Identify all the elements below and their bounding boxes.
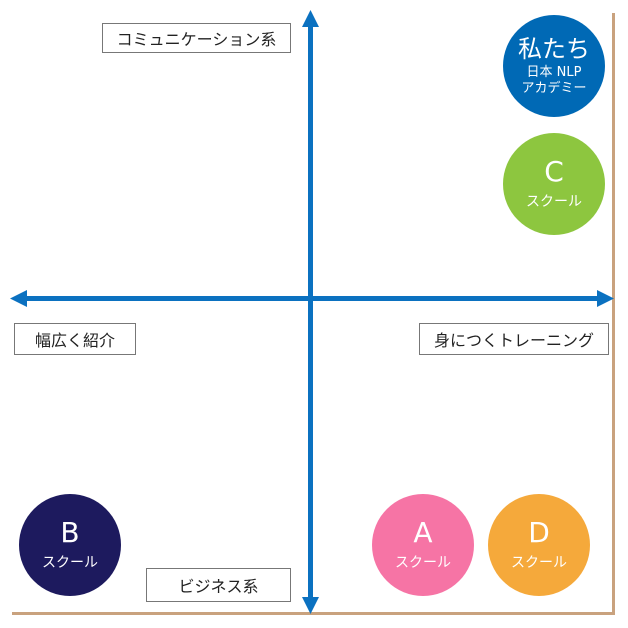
vertical-axis-line	[308, 24, 313, 602]
frame-bottom-border	[12, 612, 615, 615]
school-circle-us: 私たち 日本 NLP アカデミー	[503, 15, 605, 117]
horizontal-axis-arrow-right	[597, 290, 614, 307]
school-line1-us: 日本 NLP	[526, 64, 582, 80]
axis-label-top: コミュニケーション系	[102, 23, 291, 53]
school-name-us: 私たち	[518, 34, 590, 63]
school-circle-a: A スクール	[372, 494, 474, 596]
school-name-d: D	[528, 516, 550, 549]
school-name-c: C	[544, 155, 564, 188]
axis-label-right: 身につくトレーニング	[419, 323, 609, 355]
vertical-axis-arrow-down	[302, 597, 319, 614]
school-circle-b: B スクール	[19, 494, 121, 596]
school-sub-d: スクール	[511, 555, 567, 571]
school-sub-c: スクール	[526, 194, 582, 210]
horizontal-axis-arrow-left	[10, 290, 27, 307]
horizontal-axis-line	[22, 296, 602, 301]
axis-label-bottom: ビジネス系	[146, 568, 291, 602]
school-sub-b: スクール	[42, 555, 98, 571]
axis-label-left: 幅広く紹介	[14, 323, 136, 355]
school-circle-c: C スクール	[503, 133, 605, 235]
school-circle-d: D スクール	[488, 494, 590, 596]
school-sub-a: スクール	[395, 555, 451, 571]
school-name-b: B	[60, 516, 80, 549]
school-name-a: A	[413, 516, 433, 549]
school-line2-us: アカデミー	[521, 80, 587, 96]
vertical-axis-arrow-up	[302, 10, 319, 27]
frame-right-border	[612, 13, 615, 615]
